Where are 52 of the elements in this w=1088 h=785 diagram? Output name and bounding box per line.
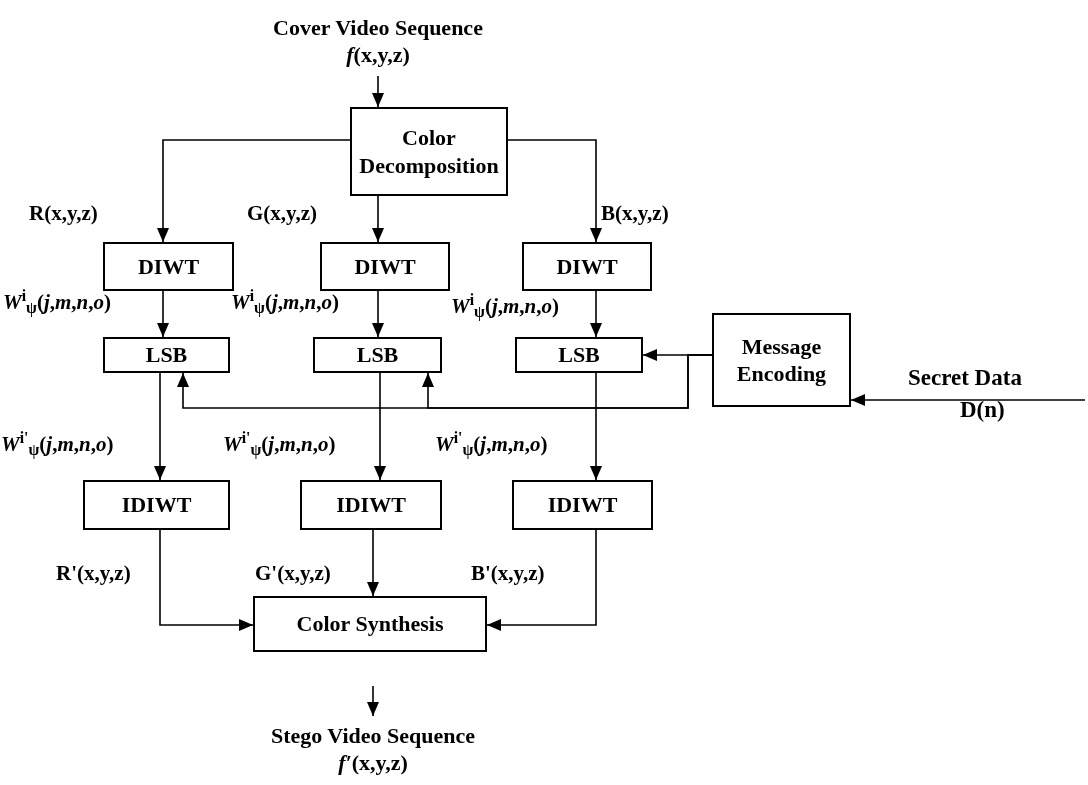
edge-label: R(x,y,z)	[28, 203, 99, 224]
process-box	[253, 596, 487, 652]
arrow	[159, 529, 254, 631]
input-label: D(n)	[960, 398, 1005, 421]
edge-label: B(x,y,z)	[600, 203, 670, 224]
arrow	[367, 529, 379, 597]
arrow	[507, 139, 602, 243]
process-box	[103, 337, 230, 373]
arrow	[372, 290, 384, 338]
node-text: f′(x,y,z)	[337, 749, 409, 777]
node-text: DIWT	[353, 252, 417, 281]
process-box	[712, 313, 851, 407]
arrow	[367, 685, 379, 717]
node-text: IDIWT	[546, 491, 619, 519]
arrow	[486, 529, 597, 631]
arrow	[177, 354, 713, 409]
node-text: Cover Video Sequence	[272, 13, 484, 41]
node-text: f(x,y,z)	[345, 41, 411, 69]
node-text: Stego Video Sequence	[269, 721, 477, 749]
node-text: Color Synthesis	[295, 610, 445, 638]
arrow	[372, 75, 384, 108]
input-label: Secret Data	[908, 366, 1022, 389]
process-box	[103, 242, 234, 291]
node-text: DIWT	[555, 252, 619, 281]
node-text: IDIWT	[120, 491, 193, 519]
arrow	[590, 290, 602, 338]
node-text: Message Encoding	[735, 332, 828, 388]
process-box	[522, 242, 652, 291]
process-box	[515, 337, 643, 373]
arrow	[590, 372, 602, 481]
process-box	[300, 480, 442, 530]
node-text: LSB	[144, 341, 189, 369]
arrow	[850, 394, 1086, 406]
node-text: DIWT	[136, 252, 201, 281]
process-box	[320, 242, 450, 291]
edge-label: R'(x,y,z)	[55, 563, 132, 584]
edge-label: G(x,y,z)	[246, 203, 318, 224]
arrow	[372, 195, 384, 243]
arrow	[157, 139, 351, 243]
edge-label: G'(x,y,z)	[254, 563, 332, 584]
process-box	[83, 480, 230, 530]
node-text: LSB	[355, 341, 400, 369]
arrow	[154, 372, 166, 481]
arrow	[157, 290, 169, 338]
node-text: Color Decomposition	[358, 124, 500, 179]
node-text: IDIWT	[335, 491, 407, 519]
arrow	[374, 372, 386, 481]
process-box	[350, 107, 508, 196]
edge-label: B'(x,y,z)	[470, 563, 546, 584]
process-box	[313, 337, 442, 373]
process-box	[512, 480, 653, 530]
node-text: LSB	[557, 341, 601, 369]
